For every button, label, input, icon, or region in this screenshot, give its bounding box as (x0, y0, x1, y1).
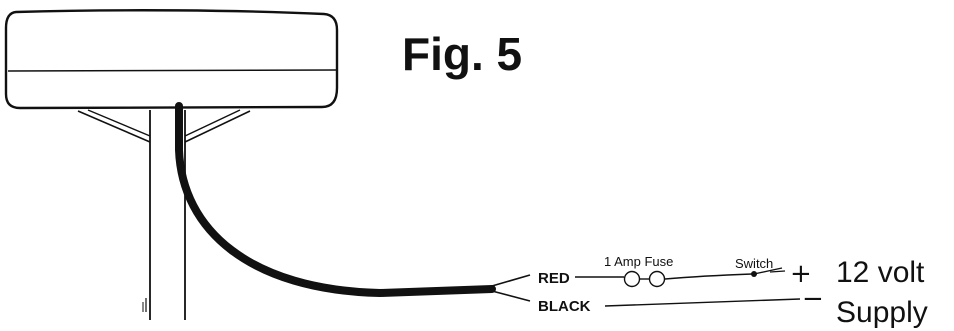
switch-lever (753, 267, 783, 275)
bracket-right-brace (184, 110, 251, 143)
fuse-right-terminal (648, 270, 666, 288)
bracket-right-inner (184, 109, 241, 137)
bracket-left-brace (77, 110, 151, 143)
fixture-seam (7, 69, 337, 72)
power-cable (175, 102, 496, 298)
red-lead-line (491, 274, 531, 287)
fixture-head (4, 9, 339, 110)
red-wire-segment-2 (664, 273, 753, 280)
fuse-left-terminal (623, 270, 641, 288)
positive-terminal-symbol: + (790, 259, 812, 289)
supply-voltage-label: 12 volt (836, 256, 925, 289)
bracket-left-inner (87, 109, 151, 137)
fixture-housing (4, 9, 339, 110)
black-lead-line (491, 290, 531, 302)
figure-title: Fig. 5 (402, 28, 522, 80)
red-wire-label: RED (538, 270, 570, 287)
negative-terminal-symbol: − (802, 284, 824, 314)
fuse-label: 1 Amp Fuse (604, 254, 673, 269)
supply-label: Supply (836, 296, 928, 329)
switch-lead (769, 270, 786, 273)
black-wire-label: BLACK (538, 298, 591, 315)
black-wire (604, 298, 801, 307)
switch-label: Switch (735, 256, 773, 271)
mounting-pole (77, 109, 251, 320)
